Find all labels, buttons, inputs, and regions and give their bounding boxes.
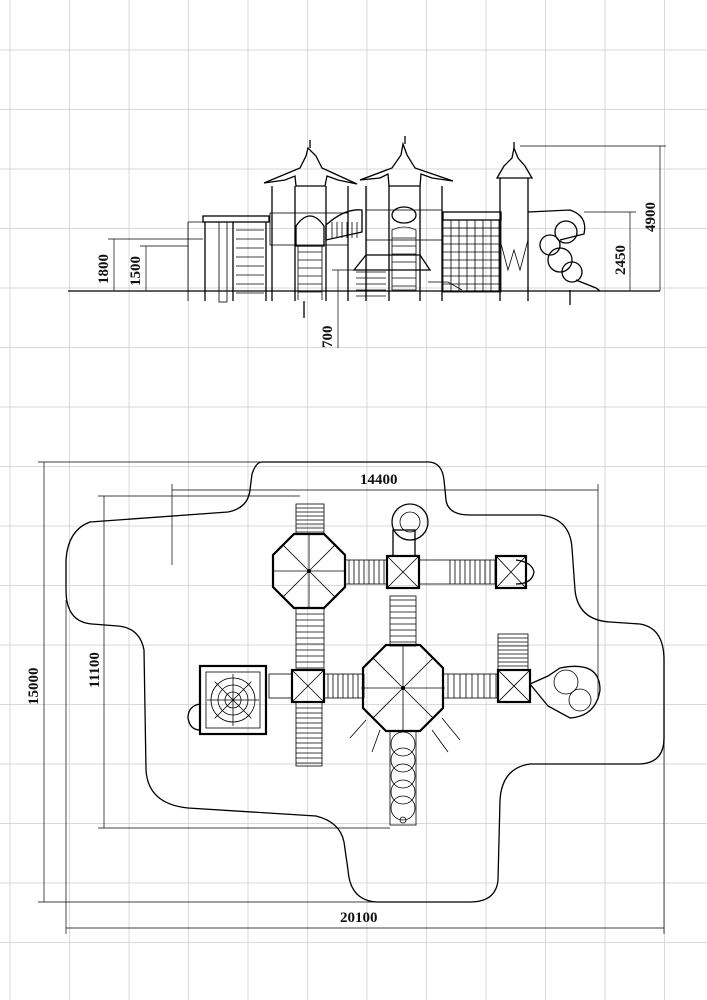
dim-11100: 11100 — [87, 652, 103, 688]
middle-tower — [352, 136, 463, 301]
tube-slide — [527, 209, 601, 305]
dim-700: 700 — [320, 326, 336, 349]
plan-view: 14400 11100 15000 20100 — [26, 461, 665, 934]
dim-2450: 2450 — [613, 245, 629, 275]
right-tower — [495, 142, 534, 301]
safety-zone-outline — [65, 461, 665, 903]
octagon-tower-lower — [361, 595, 445, 733]
dim-20100: 20100 — [340, 910, 378, 926]
dim-15000: 15000 — [26, 668, 42, 706]
bridge — [325, 209, 363, 241]
elevation-dimensions — [108, 145, 666, 348]
left-tower — [263, 140, 358, 318]
dim-1500: 1500 — [128, 256, 144, 286]
plan-dimensions — [38, 461, 665, 934]
dim-4900: 4900 — [643, 202, 659, 232]
climbing-frame — [187, 215, 270, 303]
spider-web-cube — [187, 664, 268, 736]
octagon-tower-upper — [271, 503, 347, 669]
net-wall — [442, 211, 502, 293]
plan-bridges — [268, 559, 499, 699]
dim-1800: 1800 — [96, 254, 112, 284]
plan-slides — [295, 503, 601, 826]
dim-14400: 14400 — [360, 472, 398, 488]
elevation-view: 1800 1500 700 2450 4900 — [68, 136, 666, 348]
